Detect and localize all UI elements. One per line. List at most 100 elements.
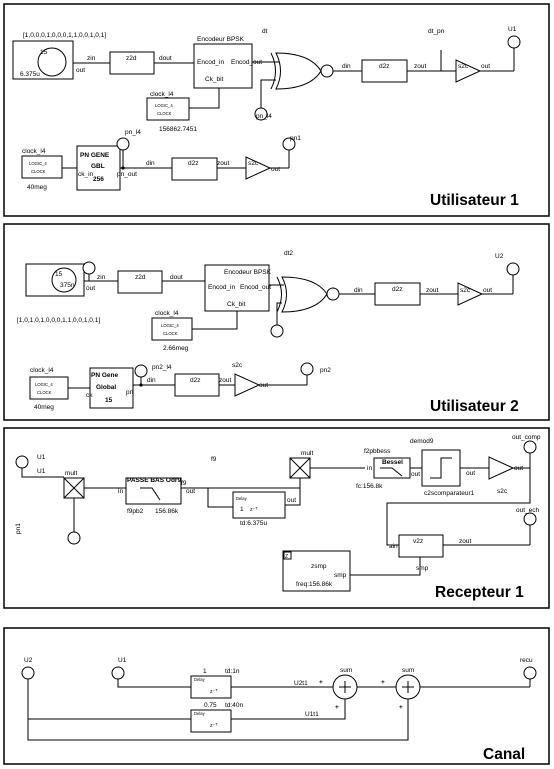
sum-1-label: sum — [340, 667, 352, 674]
f9-label-2: f9 — [181, 480, 187, 487]
clock-line-2: CLOCK — [163, 331, 178, 336]
filter-name: f9pb2 — [127, 508, 144, 515]
xor-gate-icon[interactable] — [275, 52, 322, 90]
comparator-out-label: out — [466, 470, 475, 477]
delay-2-block[interactable] — [190, 709, 232, 733]
s2c-out-label: out — [481, 63, 490, 70]
zsmp-label: zsmp — [311, 563, 327, 570]
delay-td: td:6.375u — [240, 520, 267, 527]
pn-d2z-block[interactable] — [171, 157, 218, 181]
s2c-buffer-icon[interactable] — [457, 282, 484, 306]
pn2-label: pn2 — [320, 367, 331, 374]
delay-1-label: Delay — [194, 677, 206, 682]
bit-source-block[interactable] — [25, 263, 85, 297]
sum-2-label: sum — [402, 667, 414, 674]
filter-fc: 156.86k — [155, 508, 179, 515]
sampler-block[interactable] — [282, 550, 351, 592]
pn2-l4-probe-icon[interactable] — [134, 364, 148, 378]
filter-out-label: out — [186, 488, 195, 495]
pn2-port-icon[interactable] — [300, 362, 314, 376]
pn-generator-block[interactable] — [89, 367, 134, 409]
pn-s2c-buffer-icon[interactable] — [234, 373, 261, 397]
clock-block[interactable] — [146, 97, 190, 121]
dt2-label: dt2 — [284, 250, 293, 257]
clock-label: clock_l4 — [150, 91, 174, 98]
u2-input-port-icon[interactable] — [21, 666, 35, 680]
u1-label-a: U1 — [37, 454, 46, 461]
pn-gen-line-1: PN GENE — [80, 152, 110, 159]
pn-probe-icon[interactable] — [270, 324, 284, 338]
bessel-curve-icon — [380, 467, 403, 477]
pn-d2z-label: d2z — [188, 160, 198, 167]
pn-out-label: pn_out — [117, 171, 137, 178]
pn-s2c-buffer-icon[interactable] — [245, 156, 272, 180]
xor-output-probe-icon — [326, 287, 340, 301]
pn-clock-block[interactable] — [21, 155, 63, 179]
panel-canal: U2 U1 Delay z⁻ᵀ 1 td:1n U2t1 0.75 td:40n… — [3, 627, 550, 765]
pn-l4-top-probe-icon[interactable] — [116, 137, 130, 151]
source-time: 375n — [60, 282, 75, 289]
source-circle-icon — [51, 267, 77, 293]
panel-border — [3, 427, 550, 609]
pn-l4-probe-icon[interactable] — [254, 107, 268, 121]
bessel-in-label: in — [367, 465, 372, 472]
encoder-out-label: Encod_out — [240, 284, 271, 291]
pn-generator-block[interactable] — [76, 145, 121, 191]
out-ech-port-icon[interactable] — [523, 512, 537, 526]
s2c-buffer-icon[interactable] — [488, 456, 515, 480]
encoder-title: Encodeur BPSK — [224, 269, 272, 276]
pn-clock-label: clock_l4 — [22, 148, 46, 155]
zout-label: zout — [414, 63, 426, 70]
pn-clock-line-2: CLOCK — [37, 390, 52, 395]
u1-port-label: U1 — [508, 26, 517, 33]
out-comp-port-icon[interactable] — [523, 440, 537, 454]
zout-label: zout — [426, 287, 438, 294]
sampler-z-glyph: Z — [285, 554, 288, 560]
pn-zout-label: zout — [217, 160, 229, 167]
filter-in-label: in — [118, 488, 123, 495]
demod-label: demod9 — [410, 438, 434, 445]
source-time: 6.375u — [20, 71, 40, 78]
f9-label: f9 — [211, 456, 217, 463]
delay-symbol-icon: z⁻ᵀ — [250, 507, 258, 513]
pn-clock-block[interactable] — [29, 376, 69, 400]
pn-gen-line-3: 15 — [105, 397, 113, 404]
clock-block[interactable] — [151, 317, 193, 341]
s2c-buffer-icon[interactable] — [455, 59, 482, 83]
u1-input-port-icon[interactable] — [15, 455, 29, 469]
encoder-title: Encodeur BPSK — [197, 36, 245, 43]
delay-1-symbol-icon: z⁻ᵀ — [210, 689, 218, 695]
delay-block[interactable] — [232, 491, 286, 519]
out-label: out — [86, 285, 95, 292]
pn1-label: pn1 — [15, 523, 22, 534]
sum-1-plus-b: + — [335, 704, 339, 711]
pn-gen-line-1: PN Gene — [91, 372, 118, 379]
recu-port-icon[interactable] — [523, 666, 537, 680]
z2d-block[interactable] — [117, 270, 163, 294]
pn-clock-line-1: LOGIC_4 — [29, 161, 47, 166]
z2d-label: z2d — [135, 274, 146, 281]
v2z-block[interactable] — [398, 534, 444, 558]
pn1-input-port-icon[interactable] — [67, 531, 81, 545]
clock-freq: 2.66meg — [163, 345, 189, 352]
din-label: din — [342, 63, 351, 70]
source-bits: 15 — [55, 271, 63, 278]
panel-1-title: Utilisateur 1 — [430, 192, 519, 209]
clock-line-2: CLOCK — [157, 111, 172, 116]
encoder-in-label: Encod_in — [197, 59, 224, 66]
out-ech-label: out_ech — [516, 507, 540, 514]
encoder-bpsk-block[interactable] — [193, 43, 253, 89]
pn1-port-icon[interactable] — [282, 137, 296, 151]
xor-gate-icon[interactable] — [281, 276, 328, 313]
u1-input-port-icon[interactable] — [111, 666, 125, 680]
out-comp-label: out_comp — [512, 434, 541, 441]
u1-output-port-icon[interactable] — [507, 35, 521, 49]
pn-l4-top-label: pn_l4 — [125, 129, 141, 136]
s2c-out-label: out — [483, 287, 492, 294]
pn1-label: pn1 — [290, 135, 301, 142]
encoder-bpsk-block[interactable] — [204, 264, 270, 312]
pn-din-label: din — [146, 160, 155, 167]
pn-s2c-label: s2c — [232, 362, 243, 369]
pn-clock-label: clock_l4 — [30, 367, 54, 374]
u2-output-port-icon[interactable] — [506, 262, 520, 276]
